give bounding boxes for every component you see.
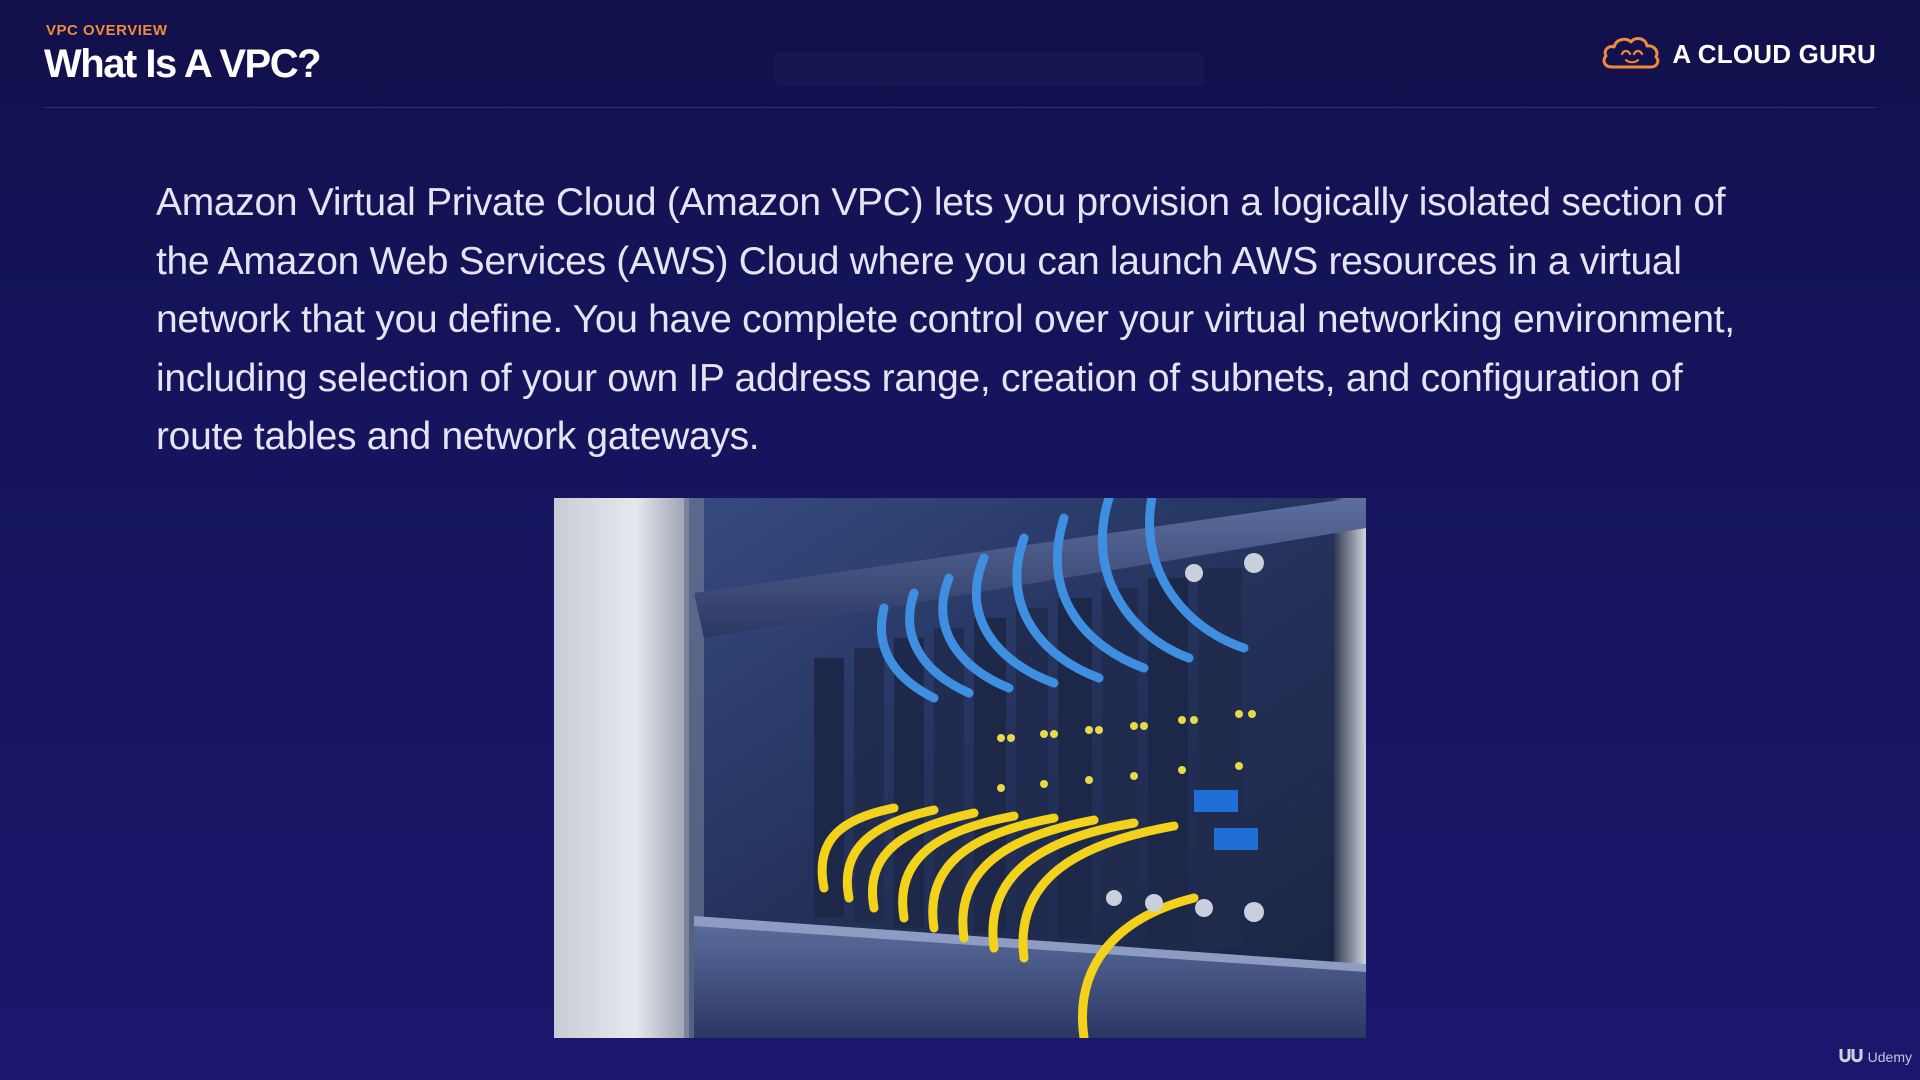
section-eyebrow: VPC OVERVIEW [46,22,168,39]
vpc-definition-text: Amazon Virtual Private Cloud (Amazon VPC… [156,181,1735,458]
slide-header: VPC OVERVIEW What Is A VPC? A CLOUD GURU [44,0,1876,108]
network-switch-rack-image [554,498,1366,1038]
slide-title: What Is A VPC? [44,42,322,86]
cloud-logo-icon [1600,34,1662,75]
udemy-watermark: Udemy [1838,1045,1912,1068]
brand-logo: A CLOUD GURU [1600,34,1876,75]
brand-name: A CLOUD GURU [1672,39,1876,69]
udemy-logo-icon [1838,1045,1864,1068]
udemy-label: Udemy [1867,1048,1912,1065]
faded-caption-bar [774,52,1204,86]
